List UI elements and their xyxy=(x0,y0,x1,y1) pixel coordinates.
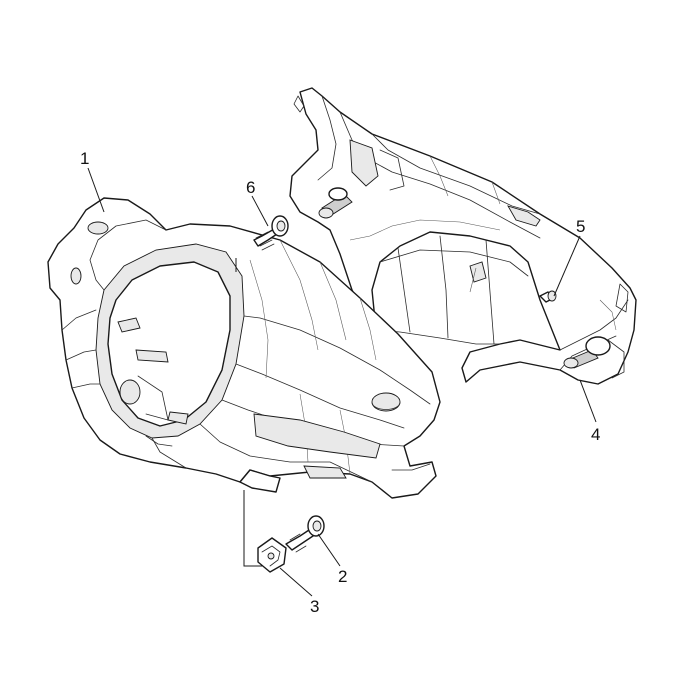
leader-line-3 xyxy=(279,567,313,597)
callout-1: 1 xyxy=(80,149,89,168)
callout-2: 2 xyxy=(338,567,347,586)
screw-part-6 xyxy=(253,215,289,251)
callout-3: 3 xyxy=(310,597,319,616)
screw-part-5 xyxy=(539,290,557,303)
leader-line-6 xyxy=(251,195,269,227)
rear-handlebar-cover xyxy=(289,87,637,385)
callout-5: 5 xyxy=(576,217,585,236)
leader-line-2 xyxy=(317,533,341,567)
assembly-line-front xyxy=(243,490,262,567)
clip-nut-part-3 xyxy=(257,537,287,573)
callout-6: 6 xyxy=(246,178,255,197)
screw-part-2 xyxy=(285,515,325,553)
callout-4: 4 xyxy=(591,425,600,444)
leader-line-1 xyxy=(87,167,105,213)
leader-line-5 xyxy=(553,235,581,297)
leader-line-4 xyxy=(579,379,597,423)
front-handlebar-cover xyxy=(47,197,441,499)
